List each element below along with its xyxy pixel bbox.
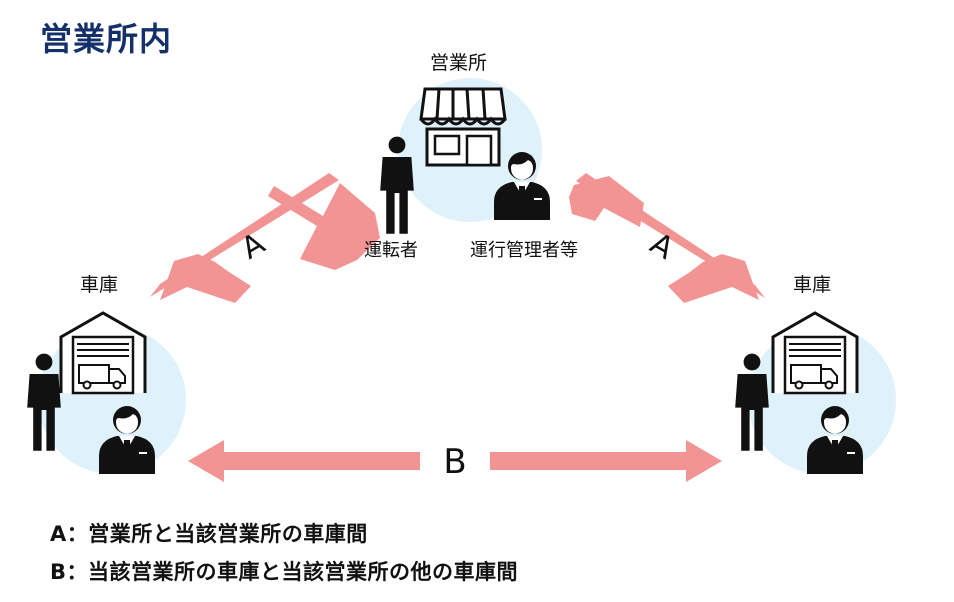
legend-b: B：当該営業所の車庫と当該営業所の他の車庫間 [50,560,519,584]
garage-left-label: 車庫 [80,274,119,296]
garage-right-label: 車庫 [793,274,832,296]
shop-icon [419,87,507,167]
b-letter: B [443,442,466,482]
office-driver-label: 運転者 [364,240,418,261]
office-label: 営業所 [430,52,488,74]
a-left-arrow [150,173,380,303]
legend-a: A：営業所と当該営業所の車庫間 [50,522,368,546]
office-manager-label: 運行管理者等 [470,240,578,261]
b-arrow [188,440,722,482]
a-right-arrow [569,173,765,303]
garage-left-icon [59,311,147,395]
page-title: 営業所内 [40,20,173,58]
garage-right-icon [771,311,859,395]
